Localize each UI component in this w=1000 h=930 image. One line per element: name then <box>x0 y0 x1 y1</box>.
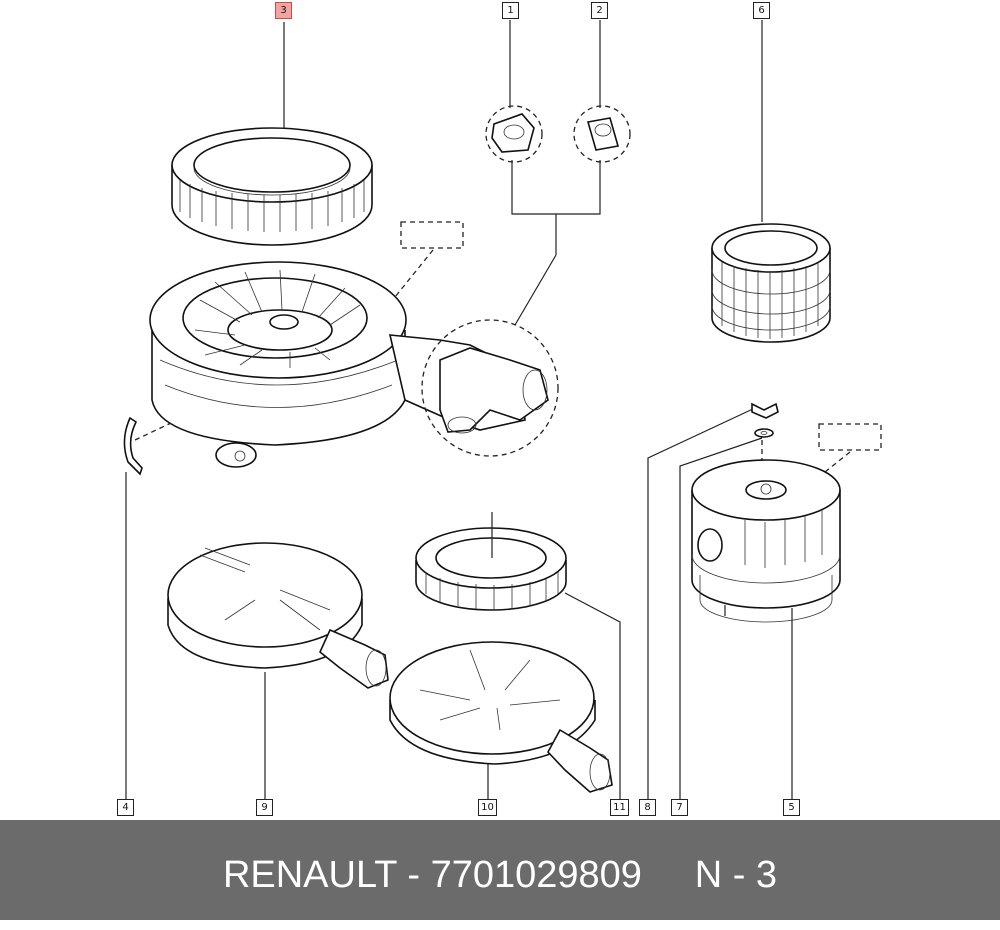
parts-diagram <box>123 20 882 800</box>
filter-ring-part-3 <box>171 127 373 246</box>
housing-lid-part-9 <box>167 542 389 689</box>
mesh-filter-part-6 <box>711 223 831 343</box>
label-placeholder-left <box>400 221 464 249</box>
callout-8[interactable]: 8 <box>639 799 656 816</box>
filter-ring-part-11 <box>415 512 567 611</box>
callout-2[interactable]: 2 <box>591 2 608 19</box>
callout-10[interactable]: 10 <box>478 799 497 816</box>
ribbed-lid-part-10 <box>389 641 613 793</box>
cylinder-housing-part-5 <box>691 459 841 623</box>
wingnut-part-8 <box>751 402 779 419</box>
footer-part-reference: RENAULT - 7701029809 N - 3 <box>222 854 778 896</box>
washer-part-7 <box>754 428 774 438</box>
callout-7[interactable]: 7 <box>671 799 688 816</box>
label-placeholder-right <box>818 423 882 451</box>
clip-part-4 <box>123 416 143 476</box>
elbow-detail-circle <box>421 319 559 457</box>
footer-bar: RENAULT - 7701029809 N - 3 <box>0 820 1000 920</box>
callout-5[interactable]: 5 <box>783 799 800 816</box>
leader-lines <box>125 20 851 800</box>
callout-6[interactable]: 6 <box>753 2 770 19</box>
callout-3[interactable]: 3 <box>275 2 292 19</box>
detail-part-2 <box>573 105 631 163</box>
detail-part-1 <box>485 105 543 163</box>
callout-1[interactable]: 1 <box>502 2 519 19</box>
callout-9[interactable]: 9 <box>256 799 273 816</box>
callout-11[interactable]: 11 <box>610 799 629 816</box>
callout-4[interactable]: 4 <box>117 799 134 816</box>
